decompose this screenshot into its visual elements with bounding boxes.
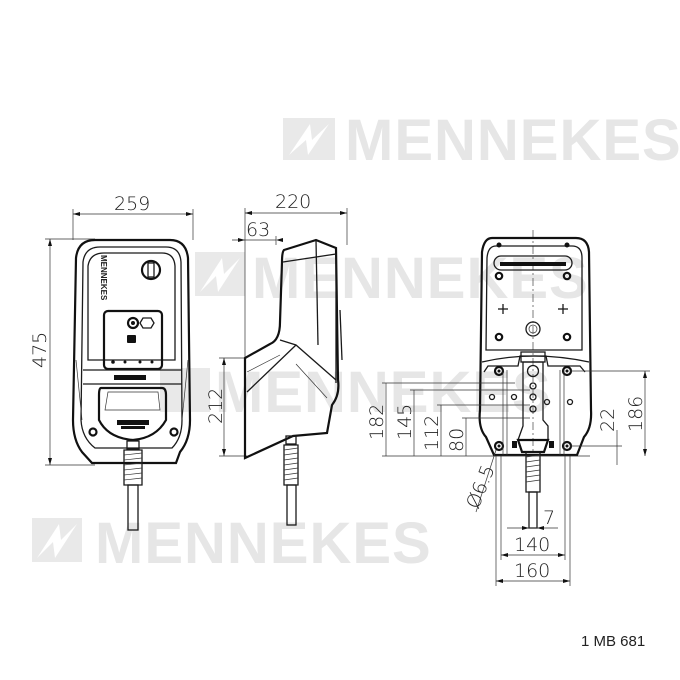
rear-left-dims: 182 145 112 80 — [366, 382, 590, 457]
base-width-dim: 160 — [514, 560, 550, 582]
rear-view: 182 145 112 80 22 186 Ø6.5 7 — [366, 230, 650, 586]
rear-dim-182: 182 — [366, 404, 388, 440]
side-depth-dim: 220 — [275, 191, 311, 213]
side-offset-dim: 63 — [246, 219, 270, 241]
c-symbol-icon — [139, 317, 155, 329]
hole-spacing-dim: 140 — [514, 534, 550, 556]
side-view: 220 63 212 — [205, 191, 348, 526]
front-width-dim: 259 — [114, 193, 150, 215]
svg-text:MENNEKES: MENNEKES — [252, 246, 589, 311]
rear-dim-80: 80 — [446, 428, 468, 452]
rear-dim-112: 112 — [421, 415, 443, 451]
rear-dim-22: 22 — [597, 408, 619, 432]
rear-dim-186: 186 — [625, 396, 647, 432]
rear-right-dims: 22 186 — [570, 370, 650, 465]
rfid-icon — [126, 316, 140, 330]
hole-diameter-dim: Ø6.5 — [462, 462, 499, 512]
front-brand-label: MENNEKES — [99, 255, 108, 301]
svg-text:MENNEKES: MENNEKES — [95, 511, 432, 576]
front-height-dim: 475 — [29, 332, 51, 368]
watermark-bottom: MENNEKES — [32, 511, 432, 576]
svg-text:MENNEKES: MENNEKES — [345, 108, 680, 173]
drawing-number: 1 MB 681 — [581, 633, 646, 650]
rear-dim-145: 145 — [394, 404, 416, 440]
brand-plate — [114, 375, 146, 380]
side-lower-dim: 212 — [205, 388, 227, 424]
card-icon — [127, 335, 136, 343]
front-view: 259 475 MENNEKES — [29, 193, 194, 531]
cable-width-dim: 7 — [543, 507, 555, 529]
rear-bottom-dims: Ø6.5 7 140 160 — [462, 449, 571, 586]
watermark-middle: MENNEKES — [195, 246, 589, 311]
key-switch-icon — [140, 259, 162, 281]
watermark-top: MENNEKES — [283, 108, 680, 173]
